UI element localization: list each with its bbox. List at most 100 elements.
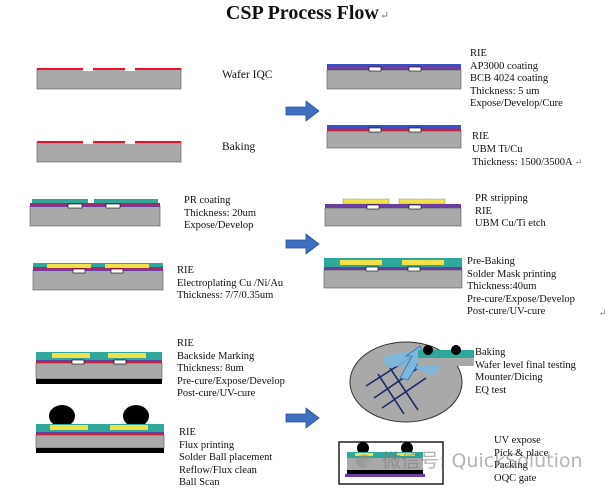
bcb-layer (33, 268, 163, 271)
backside-mark-layer (36, 379, 162, 384)
pad-gap (71, 359, 85, 365)
die-substrate (418, 358, 474, 366)
bcb-layer (327, 65, 461, 69)
pad-gap (105, 203, 121, 209)
bcb-layer (325, 204, 461, 207)
label-pr-stripping: PR stripping RIE UBM Cu/Ti etch (475, 193, 546, 230)
pad-gap (110, 268, 124, 274)
solder-mask-diagram (323, 258, 463, 289)
solder-ball (49, 405, 75, 427)
pad-gap (368, 66, 382, 72)
plating-layer (397, 453, 415, 456)
pad-gap (83, 68, 93, 71)
pad-gap (408, 204, 422, 210)
wafer-testing-diagram (349, 341, 474, 423)
label-rie-coating: RIE AP3000 coating BCB 4024 coating Thic… (470, 48, 563, 110)
pad-gap (365, 266, 379, 272)
tray-outline (338, 441, 444, 485)
plating-layer (50, 425, 88, 430)
solder-ball (357, 442, 369, 454)
label-uv-expose: UV expose Pick & place Packing OQC gate (494, 435, 549, 484)
silicon-substrate (326, 69, 462, 90)
plating-layer (398, 198, 446, 205)
return-mark: ↵ (574, 157, 583, 168)
return-mark: ↵ (379, 10, 390, 22)
arrow-right-icon (285, 407, 320, 429)
plating-layer (105, 264, 149, 268)
solder-ball (423, 345, 433, 355)
return-mark: ↵ (599, 308, 607, 318)
label-baking: Baking (222, 141, 256, 153)
solder-ball (451, 345, 461, 355)
pr-stripping-diagram (324, 198, 462, 227)
wechat-icon (355, 453, 379, 471)
solder-mask (36, 352, 162, 360)
ubm-layer (327, 125, 461, 127)
plating-layer (342, 198, 390, 205)
pad-gap (408, 66, 422, 72)
pad-gap (407, 266, 421, 272)
bcb-layer (30, 204, 160, 207)
page-title: CSP Process Flow↵ (0, 2, 615, 25)
solder-mask (36, 424, 164, 432)
pad-gap (67, 203, 83, 209)
silicon-substrate (326, 130, 462, 149)
bcb-layer (324, 267, 462, 269)
pad-gap (83, 141, 93, 144)
pr-layer (33, 263, 163, 267)
label-rie-flux: RIE Flux printing Solder Ball placement … (179, 427, 273, 489)
silicon-substrate (36, 68, 182, 90)
plating-layer (110, 425, 148, 430)
pad-gap (366, 204, 380, 210)
backside-mark-layer (347, 470, 423, 474)
solder-ball (401, 442, 413, 454)
solder-mask (347, 452, 423, 458)
bcb-layer (36, 432, 164, 434)
metal-layer (30, 203, 160, 205)
solder-ball (123, 405, 149, 427)
pr-coating-diagram (29, 199, 161, 227)
plating-layer (402, 260, 444, 265)
tape-layer (345, 474, 425, 477)
bcb-layer (327, 127, 461, 130)
ap3000-coating-diagram (326, 64, 462, 90)
pad-gap (408, 127, 422, 133)
label-rie-electroplating: RIE Electroplating Cu /Ni/Au Thickness: … (177, 265, 284, 302)
electroplating-diagram (32, 263, 164, 291)
silicon-substrate (35, 362, 163, 380)
silicon-substrate (324, 207, 462, 227)
label-rie-ubm: RIE UBM Ti/Cu Thickness: 1500/3500A ↵ (472, 131, 583, 169)
label-final-testing: Baking Wafer level final testing Mounter… (475, 347, 576, 396)
backside-mark-layer (36, 448, 164, 453)
silicon-substrate (29, 205, 161, 227)
solder-mask (324, 258, 462, 267)
silicon-substrate (323, 269, 463, 289)
label-pr-coating: PR coating Thickness: 20um Expose/Develo… (184, 195, 257, 232)
metal-layer (33, 267, 163, 269)
metal-layer (37, 68, 181, 70)
label-wafer-iqc: Wafer IQC (222, 69, 273, 81)
metal-layer (37, 141, 181, 143)
arrow-right-icon (285, 233, 320, 255)
bcb-layer (36, 360, 162, 362)
wafer-iqc-diagram (36, 68, 182, 90)
silicon-substrate (32, 269, 164, 291)
title-text: CSP Process Flow (225, 2, 379, 24)
pad-gap (72, 268, 86, 274)
watermark: 微信号: QuickSolution (355, 446, 583, 473)
pr-layer (32, 199, 88, 203)
pad-gap (368, 127, 382, 133)
ubm-diagram (326, 125, 462, 149)
backside-marking-diagram (35, 352, 163, 384)
pr-layer (94, 199, 158, 203)
plating-layer (108, 353, 146, 358)
plating-layer (52, 353, 90, 358)
ubm-layer (327, 64, 461, 66)
baking-diagram (36, 141, 182, 163)
silicon-substrate (35, 434, 165, 449)
pad-gap (125, 141, 135, 144)
plating-layer (340, 260, 382, 265)
silicon-substrate (36, 141, 182, 163)
pad-gap (125, 68, 135, 71)
plating-layer (47, 264, 91, 268)
